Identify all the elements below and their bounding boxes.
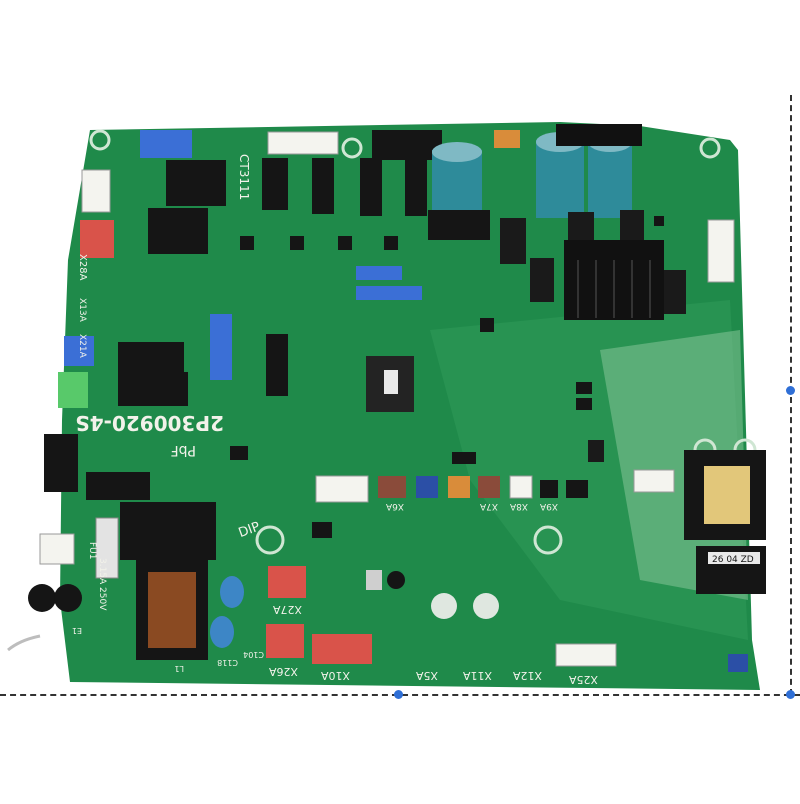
resize-handle-bottom[interactable] [394,690,403,699]
round-components [431,593,499,619]
selection-border-right [790,95,792,695]
label-dip: DIP [237,519,263,541]
label-x7a: X7A [479,501,498,511]
black-connector-top [372,130,442,160]
transformer [684,450,766,594]
wire-left [7,634,41,652]
label-part-number: 2P300920-4S [75,411,224,435]
small-chips [230,210,664,538]
green-connector-left [58,372,88,408]
label-x6a: X6A [385,501,404,511]
relay-row [148,158,427,254]
fuse [95,517,119,579]
label-e1: E1 [72,626,82,635]
blue-varistors [210,576,244,648]
label-x21a: X21A [77,334,87,359]
resize-handle-corner[interactable] [786,690,795,699]
label-fuse: FU1 [87,542,97,560]
choke-coil [136,560,208,660]
red-connector-left [80,220,114,258]
label-c104: C104 [243,650,264,659]
power-relay [120,502,216,560]
label-c118: C118 [217,658,238,667]
small-black-cap [387,571,405,589]
heat-sink-fins [577,260,651,318]
pcb-trace-area [430,300,748,640]
white-connector-right [707,219,735,283]
label-x28a: X28A [77,254,88,281]
header-connector-top [267,131,339,155]
label-pbf: PbF [171,442,196,458]
white-connector-left [81,169,111,213]
label-x25a: X25A [568,673,598,686]
label-x13a: X13A [77,298,87,323]
small-oscillator [366,570,382,590]
connector-row-middle [315,469,675,503]
blue-connector-top [140,130,192,158]
orange-component [494,130,520,148]
label-transformer: 26 04 ZD [712,555,754,565]
label-x11a: X11A [462,669,492,682]
label-ct: CT3111 [237,154,251,200]
blue-connectors-middle [64,266,422,380]
white-connector-bottom-right [555,643,617,667]
label-x10a: X10A [320,669,350,682]
varistors [28,584,82,612]
resize-handle-right[interactable] [786,386,795,395]
label-x26a: X26A [268,665,298,678]
label-x5a: X5A [415,669,438,682]
red-connectors-bottom [266,566,372,664]
relays-left [44,334,288,500]
chip-label [384,370,398,394]
white-connector-bottom-left [39,533,75,565]
label-fuse-rating: 3.15A 250V [97,558,107,611]
label-x8a: X8A [509,501,528,511]
label-x12a: X12A [512,669,542,682]
label-x27a: X27A [272,603,302,616]
silkscreen-labels: 2P300920-4S PbF DIP CT3111 X10A X26A X27… [72,154,598,686]
label-l1: L1 [174,664,184,673]
label-x9a: X9A [539,501,558,511]
small-blue-component [728,654,748,672]
